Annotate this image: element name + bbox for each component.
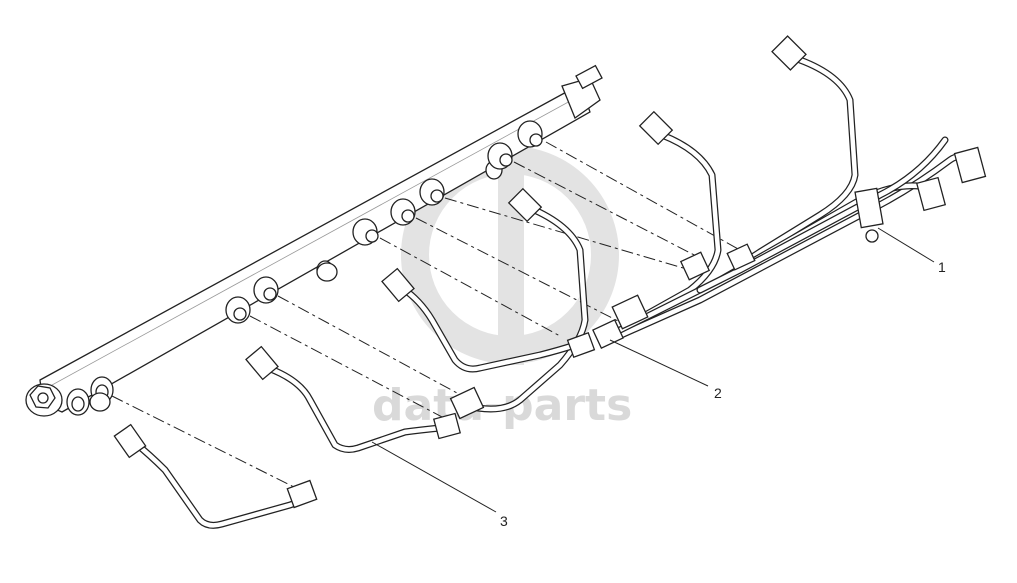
fitting-nut bbox=[679, 251, 711, 281]
alignment-line bbox=[249, 315, 445, 419]
leader-line-2 bbox=[609, 339, 709, 387]
rail-port-inner bbox=[430, 189, 444, 203]
alignment-line bbox=[513, 161, 701, 259]
callout-label-1: 1 bbox=[938, 259, 946, 275]
rail-port-inner bbox=[529, 133, 543, 147]
callout-label-3: 3 bbox=[500, 513, 508, 529]
alignment-line bbox=[277, 295, 471, 401]
pipe-a-inner bbox=[265, 365, 443, 452]
callout-label-2: 2 bbox=[714, 385, 722, 401]
pipe-3-inner bbox=[131, 439, 308, 528]
washer bbox=[316, 262, 338, 282]
fitting-nut bbox=[726, 243, 756, 271]
alignment-line bbox=[545, 141, 741, 251]
fitting-nut bbox=[381, 267, 415, 303]
fitting-nut bbox=[953, 146, 987, 184]
fitting-nut bbox=[507, 187, 543, 223]
rail-port-inner bbox=[401, 209, 415, 223]
pipe-b-outer bbox=[474, 204, 589, 413]
fitting-nut bbox=[638, 110, 674, 146]
fittings bbox=[113, 35, 987, 509]
fuel-rail bbox=[25, 64, 603, 417]
watermark-logo-bar bbox=[498, 150, 524, 365]
alignment-line bbox=[444, 197, 691, 271]
fitting-nut bbox=[113, 423, 147, 459]
fuel-rail-highlight bbox=[51, 99, 573, 386]
fitting-nut bbox=[245, 345, 279, 381]
sensor-connector bbox=[575, 64, 603, 90]
fitting-nut bbox=[286, 479, 318, 509]
alignment-line bbox=[379, 237, 561, 337]
rail-port-inner bbox=[263, 287, 277, 301]
callouts bbox=[371, 227, 935, 513]
clamp-body bbox=[854, 187, 884, 229]
rail-port-inner bbox=[71, 396, 85, 412]
leader-line-1 bbox=[877, 227, 935, 263]
pipe-3-outer bbox=[130, 438, 309, 529]
fitting-nut bbox=[432, 412, 462, 440]
fitting-nut bbox=[449, 386, 485, 420]
fitting-nut bbox=[611, 294, 649, 330]
rail-port-inner bbox=[365, 229, 379, 243]
rail-port-inner bbox=[499, 153, 513, 167]
alignment-lines bbox=[111, 141, 741, 489]
pipe-clamp bbox=[854, 187, 884, 243]
clamp-bolt bbox=[865, 229, 879, 243]
alignment-line bbox=[111, 395, 297, 489]
pipe-c-inner bbox=[399, 285, 578, 372]
fitting-nut bbox=[771, 35, 807, 71]
washer bbox=[89, 392, 111, 412]
fitting-nut bbox=[915, 176, 947, 212]
fitting-nut bbox=[566, 331, 596, 359]
rail-end-center bbox=[37, 392, 49, 404]
rail-port-inner bbox=[233, 307, 247, 321]
pipe-h-inner bbox=[697, 137, 948, 293]
leader-line-3 bbox=[371, 441, 497, 513]
fitting-nut bbox=[592, 319, 624, 349]
